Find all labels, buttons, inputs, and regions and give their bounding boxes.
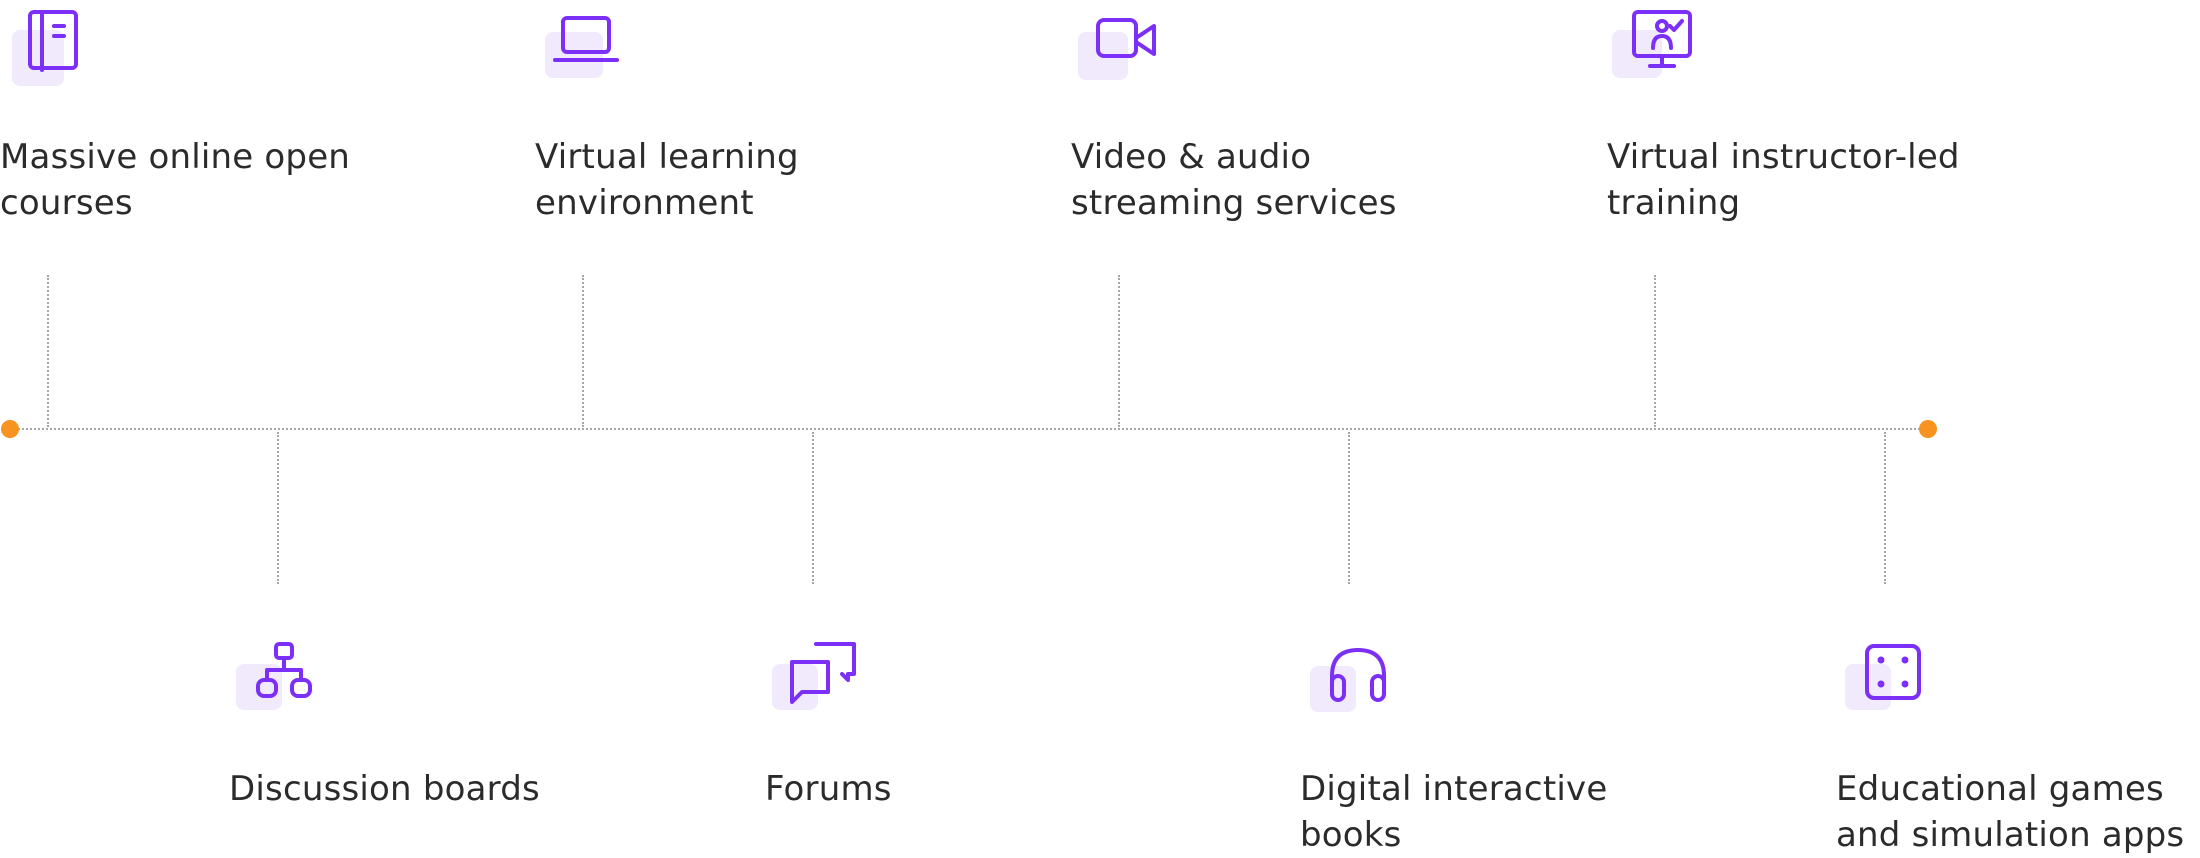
item-label: Digital interactive books — [1300, 769, 1608, 855]
laptop-icon — [545, 8, 635, 98]
item-label: Video & audio streaming services — [1071, 137, 1397, 223]
item-label: Educational games and simulation apps — [1836, 769, 2185, 855]
connector-top-1 — [47, 275, 49, 427]
item-label: Discussion boards — [229, 769, 540, 809]
notebook-icon — [12, 8, 102, 98]
item-label: Virtual learning environment — [535, 137, 799, 223]
connector-top-2 — [582, 275, 584, 427]
connector-top-4 — [1654, 275, 1656, 427]
item-label: Virtual instructor-led training — [1607, 137, 1960, 223]
presentation-monitor-icon — [1612, 8, 1702, 98]
item-label: Massive online open courses — [0, 137, 351, 223]
item-label: Forums — [765, 769, 892, 809]
video-camera-icon — [1078, 8, 1168, 98]
connector-bottom-2 — [812, 432, 814, 584]
timeline-axis — [10, 428, 1928, 430]
dice-icon — [1843, 640, 1933, 730]
connector-bottom-3 — [1348, 432, 1350, 584]
timeline-start-dot — [1, 420, 19, 438]
connector-top-3 — [1118, 275, 1120, 427]
chat-bubbles-icon — [770, 640, 860, 730]
hierarchy-icon — [234, 640, 324, 730]
headphones-icon — [1308, 640, 1398, 730]
connector-bottom-4 — [1884, 432, 1886, 584]
connector-bottom-1 — [277, 432, 279, 584]
timeline-end-dot — [1919, 420, 1937, 438]
